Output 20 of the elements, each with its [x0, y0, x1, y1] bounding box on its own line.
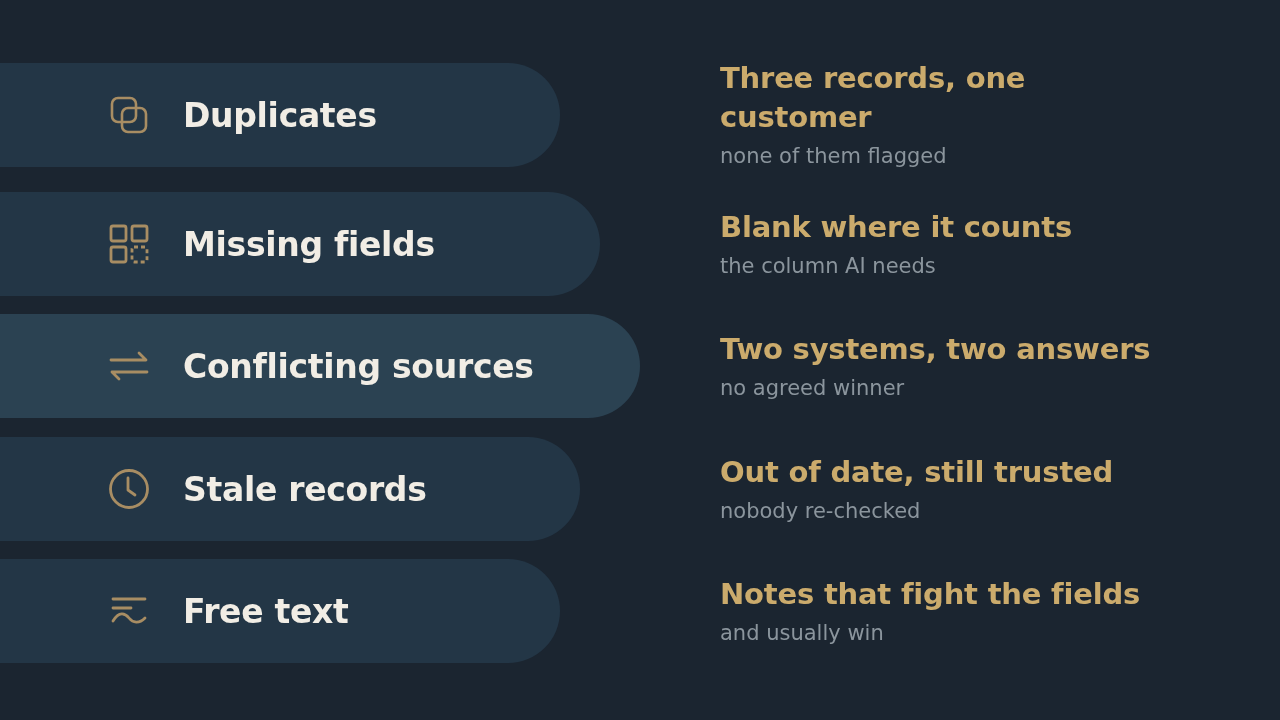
description-note: and usually win	[720, 619, 885, 647]
category-title: Conflicting sources	[183, 346, 534, 386]
description-note: none of them flagged	[720, 143, 948, 170]
category-band	[0, 192, 600, 296]
category-band	[0, 63, 560, 167]
description-note: nobody re-checked	[720, 497, 922, 525]
category-title: Free text	[183, 591, 349, 631]
category-title: Stale records	[183, 469, 427, 509]
description-note: the column AI needs	[720, 252, 937, 280]
category-title: Duplicates	[183, 95, 377, 135]
description-heading: Two systems, two answers	[720, 330, 1152, 368]
description-heading: Blank where it counts	[720, 208, 1074, 246]
description-note: no agreed winner	[720, 374, 906, 402]
description-heading: Notes that fight the fields	[720, 575, 1142, 613]
category-band	[0, 559, 560, 663]
category-band	[0, 437, 580, 541]
description-heading: Three records, one customer	[720, 60, 1027, 136]
category-band	[0, 314, 640, 418]
description-heading: Out of date, still trusted	[720, 453, 1115, 491]
category-title: Missing fields	[183, 224, 435, 264]
